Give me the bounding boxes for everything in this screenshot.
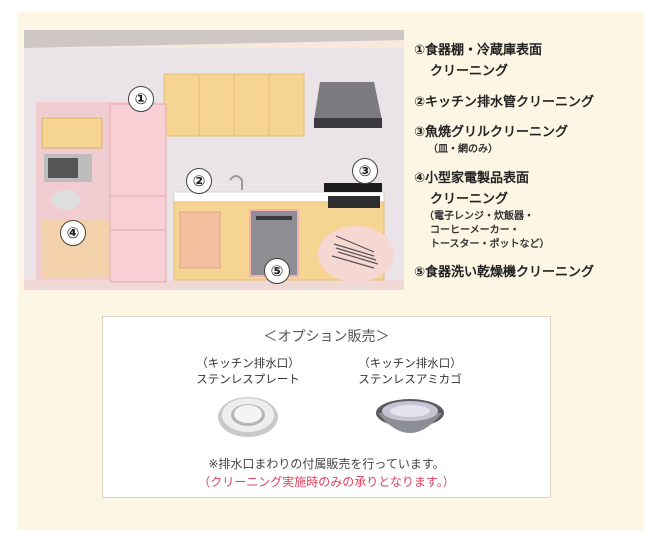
option-sale-box: ＜オプション販売＞ （キッチン排水口） ステンレスプレート （キッチン排水口） … — [102, 316, 551, 498]
legend-item-2-line1: ②キッチン排水管クリーニング — [414, 95, 595, 110]
legend-item-4-line1: ④小型家電製品表面 — [414, 171, 530, 186]
legend-item-3-line1: ③魚焼グリルクリーニング — [414, 125, 569, 140]
fish-grill-icon — [328, 196, 380, 208]
rice-cooker-icon — [52, 190, 80, 210]
option-note: ※排水口まわりの付属販売を行っています。 — [208, 457, 445, 471]
legend-item-4-sub3: トースター・ポットなど） — [430, 239, 550, 250]
stove-icon — [324, 183, 382, 192]
faucet-icon — [229, 175, 243, 190]
stainless-plate-icon — [218, 397, 278, 437]
legend-item-1-line2: クリーニング — [430, 64, 509, 79]
marker-1: ① — [128, 86, 154, 112]
product-basket-line2: ステンレスアミカゴ — [358, 372, 462, 386]
legend-item-5: ⑤食器洗い乾燥機クリーニング — [414, 262, 594, 283]
option-title: ＜オプション販売＞ — [263, 329, 390, 345]
marker-2: ② — [186, 168, 212, 194]
legend-item-1: ①食器棚・冷蔵庫表面 クリーニング — [414, 40, 542, 82]
drain-pipe-highlight — [179, 211, 221, 269]
option-note-red: （クリーニング実施時のみの承りとなります。） — [198, 475, 455, 489]
grill-rack-icon — [331, 235, 379, 269]
legend-item-3-sub: （皿・網のみ） — [428, 144, 498, 155]
marker-4: ④ — [60, 220, 86, 246]
legend-item-1-line1: ①食器棚・冷蔵庫表面 — [414, 43, 543, 58]
legend-item-4-sub2: コーヒーメーカー・ — [430, 225, 520, 236]
mesh-basket-icon — [376, 399, 444, 433]
legend-item-2: ②キッチン排水管クリーニング — [414, 92, 594, 113]
legend-item-4-sub1: （電子レンジ・炊飯器・ — [424, 211, 534, 222]
legend-item-4: ④小型家電製品表面 クリーニング （電子レンジ・炊飯器・ コーヒーメーカー・ ト… — [414, 168, 550, 252]
product-basket: （キッチン排水口） ステンレスアミカゴ — [325, 355, 495, 445]
legend-item-4-line2: クリーニング — [430, 192, 509, 207]
product-plate-line1: （キッチン排水口） — [196, 356, 300, 370]
product-basket-line1: （キッチン排水口） — [358, 356, 462, 370]
product-plate-line2: ステンレスプレート — [196, 372, 300, 386]
legend-item-5-line1: ⑤食器洗い乾燥機クリーニング — [414, 265, 595, 280]
refrigerator-icon — [109, 103, 167, 283]
kitchen-scene — [24, 30, 404, 290]
legend-item-3: ③魚焼グリルクリーニング （皿・網のみ） — [414, 122, 568, 157]
range-hood-icon — [314, 82, 382, 120]
marker-5: ⑤ — [264, 258, 290, 284]
kitchen-illustration: ① ② ③ ④ ⑤ — [24, 30, 404, 290]
product-plate: （キッチン排水口） ステンレスプレート — [163, 355, 333, 445]
marker-3: ③ — [352, 158, 378, 184]
